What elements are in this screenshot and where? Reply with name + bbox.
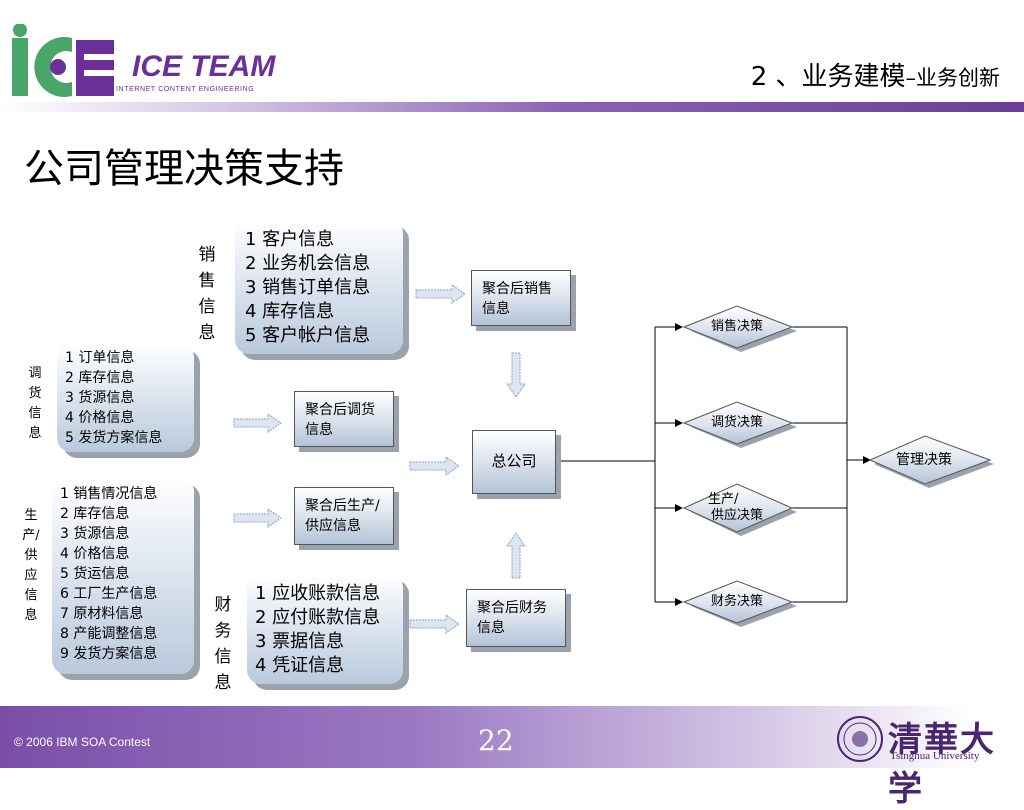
list-item: 6 工厂生产信息: [60, 586, 158, 602]
logo-subtitle: INTERNET CONTENT ENGINEERING: [116, 86, 255, 93]
copyright-text: © 2006 IBM SOA Contest: [14, 735, 151, 749]
list-item: 4 价格信息: [60, 546, 130, 562]
list-item: 1 订单信息: [65, 350, 135, 366]
arrow-production-to-aggregate: [233, 508, 282, 528]
list-item: 5 客户帐户信息: [245, 325, 371, 346]
arrow-dispatch-agg-to-hq: [409, 456, 460, 476]
management-decision-label: 管理决策: [896, 452, 952, 468]
diamond-finance-decision: [682, 580, 794, 624]
diamond-sales-decision: [682, 305, 794, 349]
list-item: 5 发货方案信息: [65, 430, 163, 446]
sales-info-list: 1 客户信息 2 业务机会信息 3 销售订单信息 4 库存信息 5 客户帐户信息: [235, 220, 403, 348]
diagram-connectors: [233, 284, 994, 634]
production-aggregate-box: 聚合后生产/供应信息: [294, 487, 394, 545]
diamond-dispatch-decision: [682, 401, 794, 445]
list-item: 3 货源信息: [65, 390, 135, 406]
production-info-label: 生产/供应信息: [22, 508, 40, 623]
production-decision-line2: 供应决策: [710, 508, 763, 523]
list-item: 8 产能调整信息: [60, 626, 158, 642]
section-title: 2 、业务建模–业务创新: [751, 56, 1000, 93]
list-item: 1 应收账款信息: [255, 583, 381, 604]
header-divider: [0, 102, 1024, 112]
diamond-management-decision: [868, 435, 992, 485]
arrow-finance-to-aggregate: [409, 614, 460, 634]
production-info-box: 1 销售情况信息 2 库存信息 3 货源信息 4 价格信息 5 货运信息 6 工…: [52, 478, 194, 674]
dispatch-decision-label: 调货决策: [710, 415, 763, 430]
sales-info-label: 销售信息: [198, 245, 216, 343]
list-item: 1 客户信息: [245, 229, 335, 250]
finance-info-label: 财务信息: [214, 595, 232, 693]
list-item: 3 货源信息: [60, 526, 130, 542]
page-title: 公司管理决策支持: [24, 146, 344, 192]
arrow-sales-agg-to-hq: [506, 352, 526, 398]
list-item: 7 原材料信息: [60, 606, 144, 622]
dispatch-info-label: 调货信息: [28, 366, 42, 441]
list-item: 9 发货方案信息: [60, 646, 158, 662]
sales-decision-label: 销售决策: [710, 319, 763, 334]
section-title-main: 2 、业务建模: [750, 62, 906, 92]
section-title-sub: –业务创新: [905, 66, 1001, 90]
logo-text: ICE TEAM: [132, 50, 276, 83]
list-item: 2 应付账款信息: [255, 607, 381, 628]
finance-decision-label: 财务决策: [710, 594, 763, 609]
sales-aggregate-box: 聚合后销售信息: [471, 270, 571, 326]
production-decision-line1: 生产/: [708, 492, 739, 507]
list-item: 2 库存信息: [65, 370, 135, 386]
arrow-dispatch-to-aggregate: [233, 413, 282, 433]
list-item: 2 业务机会信息: [245, 253, 371, 274]
tsinghua-seal-icon: [837, 716, 883, 762]
production-info-list: 1 销售情况信息 2 库存信息 3 货源信息 4 价格信息 5 货运信息 6 工…: [52, 478, 194, 664]
dispatch-info-list: 1 订单信息 2 库存信息 3 货源信息 4 价格信息 5 发货方案信息: [57, 344, 194, 448]
list-item: 2 库存信息: [60, 506, 130, 522]
diamond-production-decision: [682, 483, 794, 533]
list-item: 4 价格信息: [65, 410, 135, 426]
list-item: 4 库存信息: [245, 301, 335, 322]
finance-info-box: 1 应收账款信息 2 应付账款信息 3 票据信息 4 凭证信息: [247, 574, 403, 684]
arrow-sales-to-aggregate: [415, 284, 466, 304]
list-item: 5 货运信息: [60, 566, 130, 582]
page-number: 22: [478, 724, 514, 757]
headquarters-box: 总公司: [472, 430, 556, 494]
university-name-en: Tsinghua University: [890, 750, 980, 762]
sales-info-box: 1 客户信息 2 业务机会信息 3 销售订单信息 4 库存信息 5 客户帐户信息: [235, 220, 403, 354]
ice-team-logo: [12, 24, 114, 97]
list-item: 1 销售情况信息: [60, 486, 158, 502]
arrow-finance-agg-to-hq: [506, 532, 526, 579]
dispatch-info-box: 1 订单信息 2 库存信息 3 货源信息 4 价格信息 5 发货方案信息: [57, 344, 194, 452]
list-item: 3 票据信息: [255, 631, 345, 652]
list-item: 3 销售订单信息: [245, 277, 371, 298]
dispatch-aggregate-box: 聚合后调货信息: [294, 391, 394, 447]
finance-aggregate-box: 聚合后财务信息: [466, 589, 566, 647]
list-item: 4 凭证信息: [255, 655, 345, 676]
finance-info-list: 1 应收账款信息 2 应付账款信息 3 票据信息 4 凭证信息: [247, 574, 403, 678]
production-decision-label: 生产/ 供应决策: [688, 492, 786, 524]
